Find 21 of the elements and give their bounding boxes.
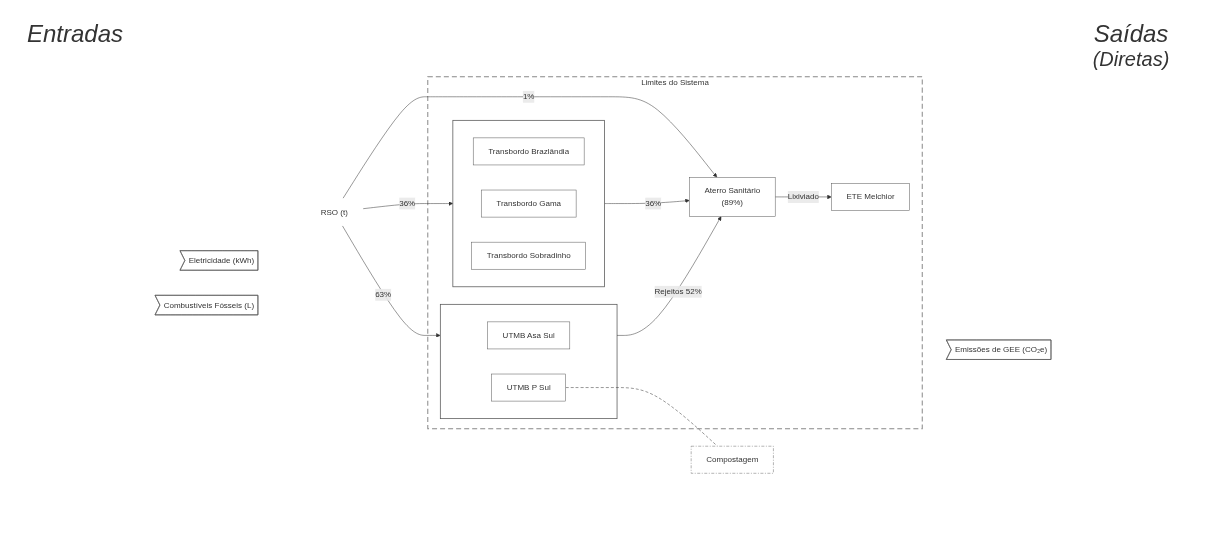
edge-label: 63%	[375, 289, 392, 299]
node-box: UTMB Asa Sul	[487, 321, 571, 349]
cluster	[439, 303, 618, 419]
edge-label: Rejeitos 52%	[654, 286, 702, 296]
node-box: Transbordo Sobradinho	[471, 241, 586, 269]
node-box: Compostagem	[690, 445, 774, 474]
cluster	[452, 119, 605, 287]
node-box: ETE Melchior	[831, 182, 910, 211]
node-box: Transbordo Gama	[481, 189, 577, 217]
node-box: Aterro Sanitário (89%)	[689, 176, 776, 217]
edge-label: Lixiviado	[787, 191, 819, 201]
edge-label: 36%	[399, 198, 416, 208]
node-box: UTMB P Sul	[491, 373, 566, 401]
edge-label: 1%	[522, 91, 535, 101]
connector	[565, 386, 718, 446]
output-heading: Saídas	[1092, 20, 1170, 48]
edge-label: 36%	[645, 198, 662, 208]
input-heading: Entradas	[25, 20, 125, 48]
node-text: RSO (t)	[320, 207, 348, 216]
node-box: Transbordo Brazlândia	[472, 137, 585, 165]
output-subheading: (Diretas)	[1091, 48, 1171, 71]
